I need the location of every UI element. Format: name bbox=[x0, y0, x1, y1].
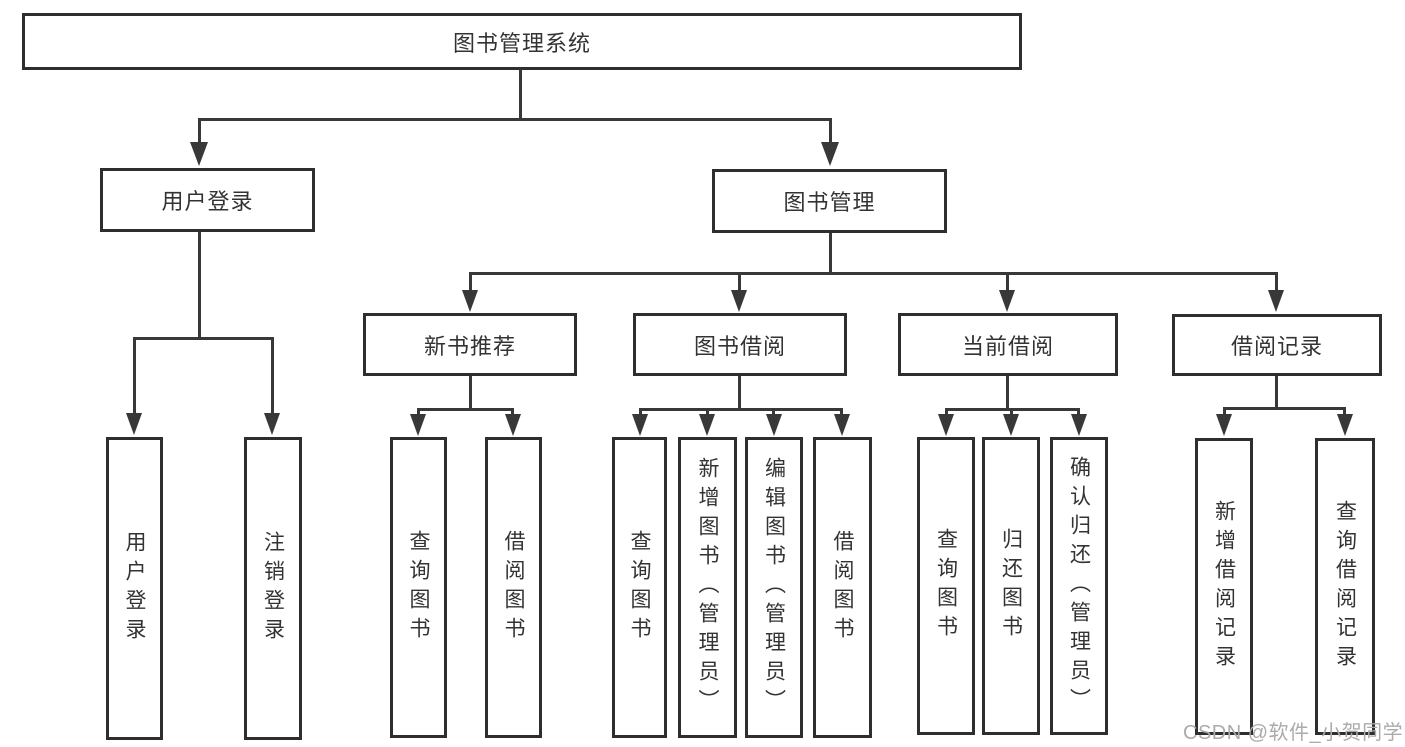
arrowhead-icon bbox=[1071, 414, 1087, 436]
arrowhead-icon bbox=[462, 290, 478, 312]
node-borrowing-records: 借阅记录 bbox=[1172, 314, 1382, 376]
leaf-label: 新增图书（管理员） bbox=[696, 457, 719, 718]
connector-stem bbox=[469, 272, 472, 291]
connector-branch bbox=[417, 408, 514, 411]
node-label: 借阅记录 bbox=[1230, 334, 1323, 359]
connector-branch bbox=[945, 408, 1080, 411]
node-user-login: 用户登录 bbox=[100, 168, 315, 232]
arrowhead-icon bbox=[190, 142, 208, 166]
leaf-label: 归还图书 bbox=[999, 528, 1023, 644]
arrowhead-icon bbox=[1216, 414, 1232, 436]
leaf-confirm-return-admin: 确认归还（管理员） bbox=[1050, 437, 1108, 735]
leaf-label: 查询图书 bbox=[628, 529, 651, 646]
connector-stem bbox=[1343, 407, 1346, 416]
connector-stem bbox=[829, 118, 832, 144]
leaf-return-book: 归还图书 bbox=[982, 437, 1040, 735]
connector-userlogin-stem bbox=[198, 232, 201, 339]
arrowhead-icon bbox=[632, 414, 648, 436]
leaf-edit-book-admin: 编辑图书（管理员） bbox=[745, 437, 803, 738]
leaf-logout: 注销登录 bbox=[244, 437, 302, 740]
csdn-watermark: CSDN @软件_小贺同学 bbox=[1183, 722, 1404, 744]
connector-stem bbox=[1010, 408, 1013, 416]
node-current-borrowing: 当前借阅 bbox=[898, 313, 1118, 376]
node-label: 用户登录 bbox=[161, 189, 254, 214]
connector-stem bbox=[738, 272, 741, 291]
leaf-query-books-borrowing: 查询图书 bbox=[612, 437, 667, 738]
arrowhead-icon bbox=[1003, 414, 1019, 436]
arrowhead-icon bbox=[731, 290, 747, 312]
leaf-query-borrow-record: 查询借阅记录 bbox=[1315, 438, 1375, 735]
leaf-label: 新增借阅记录 bbox=[1212, 499, 1236, 674]
leaf-label: 借阅图书 bbox=[502, 529, 525, 646]
connector-stem bbox=[945, 408, 948, 416]
arrowhead-icon bbox=[410, 414, 426, 436]
connector-bookmgmt-stem bbox=[829, 233, 832, 274]
connector-stem bbox=[133, 337, 136, 414]
leaf-label: 查询借阅记录 bbox=[1333, 499, 1357, 674]
connector-stem bbox=[639, 408, 642, 416]
connector-stem bbox=[840, 408, 843, 416]
leaf-label: 编辑图书（管理员） bbox=[762, 457, 786, 718]
node-book-borrowing: 图书借阅 bbox=[633, 313, 847, 376]
arrowhead-icon bbox=[126, 413, 142, 435]
arrowhead-icon bbox=[1268, 290, 1284, 312]
leaf-add-borrow-record: 新增借阅记录 bbox=[1195, 438, 1253, 735]
leaf-borrow-books-recommend: 借阅图书 bbox=[485, 437, 542, 738]
connector-stem bbox=[1275, 376, 1278, 409]
connector-branch bbox=[1223, 407, 1346, 410]
connector-root-branch bbox=[198, 118, 831, 121]
node-new-book-recommend: 新书推荐 bbox=[363, 313, 577, 376]
arrowhead-icon bbox=[699, 414, 715, 436]
node-label: 图书管理 bbox=[783, 190, 876, 215]
arrowhead-icon bbox=[264, 413, 280, 435]
connector-stem bbox=[1006, 376, 1009, 410]
connector-stem bbox=[1077, 408, 1080, 416]
node-label: 新书推荐 bbox=[423, 333, 516, 359]
node-label: 图书借阅 bbox=[693, 333, 786, 359]
connector-stem bbox=[1275, 272, 1278, 291]
connector-stem bbox=[738, 376, 741, 410]
leaf-label: 查询图书 bbox=[934, 528, 958, 644]
connector-userlogin-branch bbox=[133, 337, 274, 340]
connector-stem bbox=[469, 376, 472, 410]
leaf-query-books-current: 查询图书 bbox=[917, 437, 975, 735]
arrowhead-icon bbox=[505, 414, 521, 436]
arrowhead-icon bbox=[938, 414, 954, 436]
arrowhead-icon bbox=[821, 142, 839, 166]
leaf-label: 注销登录 bbox=[261, 530, 285, 647]
leaf-user-login: 用户登录 bbox=[106, 437, 163, 740]
leaf-borrow-books: 借阅图书 bbox=[813, 437, 872, 738]
arrowhead-icon bbox=[1337, 414, 1353, 436]
connector-stem bbox=[417, 408, 420, 416]
arrowhead-icon bbox=[999, 290, 1015, 312]
connector-branch bbox=[639, 408, 843, 411]
node-label: 图书管理系统 bbox=[452, 30, 591, 56]
leaf-label: 用户登录 bbox=[123, 530, 146, 647]
connector-stem bbox=[1006, 272, 1009, 291]
connector-stem bbox=[1223, 407, 1226, 416]
connector-stem bbox=[511, 408, 514, 416]
leaf-add-book-admin: 新增图书（管理员） bbox=[678, 437, 737, 738]
leaf-label: 借阅图书 bbox=[831, 529, 854, 646]
leaf-label: 确认归还（管理员） bbox=[1067, 455, 1091, 717]
node-library-system-root: 图书管理系统 bbox=[22, 13, 1022, 70]
node-book-management: 图书管理 bbox=[712, 169, 947, 233]
connector-stem bbox=[772, 408, 775, 416]
arrowhead-icon bbox=[766, 414, 782, 436]
leaf-label: 查询图书 bbox=[407, 529, 430, 646]
connector-bookmgmt-branch bbox=[469, 272, 1278, 275]
arrowhead-icon bbox=[834, 414, 850, 436]
leaf-query-books-recommend: 查询图书 bbox=[390, 437, 447, 738]
connector-stem bbox=[706, 408, 709, 416]
node-label: 当前借阅 bbox=[961, 333, 1054, 359]
connector-stem bbox=[198, 118, 201, 144]
connector-root-stem bbox=[519, 69, 522, 120]
connector-stem bbox=[271, 337, 274, 414]
